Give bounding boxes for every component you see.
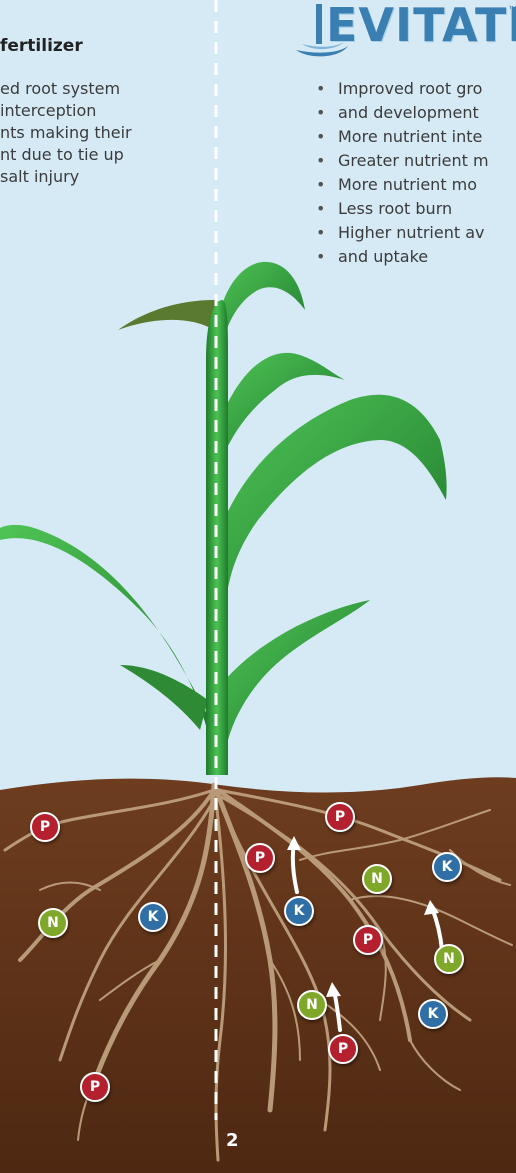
nutrient-k-badge: K bbox=[418, 999, 448, 1029]
benefit-item-continuation: and development bbox=[312, 102, 516, 124]
nutrient-p-badge: P bbox=[80, 1072, 110, 1102]
benefit-item: Higher nutrient av bbox=[312, 222, 516, 244]
corn-plant bbox=[0, 262, 447, 775]
benefits-list: Improved root gro and development More n… bbox=[312, 78, 516, 270]
benefit-item: More nutrient inte bbox=[312, 126, 516, 148]
nutrient-n-badge: N bbox=[297, 990, 327, 1020]
nutrient-p-badge: P bbox=[245, 843, 275, 873]
soil bbox=[0, 777, 516, 1173]
benefit-item: Greater nutrient m bbox=[312, 150, 516, 172]
left-panel-heading: fertilizer bbox=[0, 36, 83, 56]
levitate-logo: EVITATE ™ bbox=[290, 0, 516, 70]
nutrient-n-badge: N bbox=[38, 908, 68, 938]
logo-text: EVITATE bbox=[326, 0, 516, 52]
nutrient-n-badge: N bbox=[434, 944, 464, 974]
nutrient-p-badge: P bbox=[30, 812, 60, 842]
benefit-item: More nutrient mo bbox=[312, 174, 516, 196]
nutrient-p-badge: P bbox=[353, 925, 383, 955]
nutrient-p-badge: P bbox=[328, 1034, 358, 1064]
nutrient-k-badge: K bbox=[432, 852, 462, 882]
page-number: 2 bbox=[226, 1130, 239, 1151]
left-panel-line: ed root system bbox=[0, 78, 132, 100]
left-panel-line: nts making their bbox=[0, 122, 132, 144]
benefit-item: Less root burn bbox=[312, 198, 516, 220]
benefit-item: Improved root gro bbox=[312, 78, 516, 100]
logo-trademark: ™ bbox=[508, 4, 516, 14]
nutrient-n-badge: N bbox=[362, 864, 392, 894]
left-panel-line: interception bbox=[0, 100, 132, 122]
left-panel-line: salt injury bbox=[0, 166, 132, 188]
nutrient-k-badge: K bbox=[138, 902, 168, 932]
nutrient-k-badge: K bbox=[284, 896, 314, 926]
nutrient-p-badge: P bbox=[325, 802, 355, 832]
benefit-item-continuation: and uptake bbox=[312, 246, 516, 268]
left-panel-text: ed root system interception nts making t… bbox=[0, 78, 132, 188]
left-panel-line: nt due to tie up bbox=[0, 144, 132, 166]
